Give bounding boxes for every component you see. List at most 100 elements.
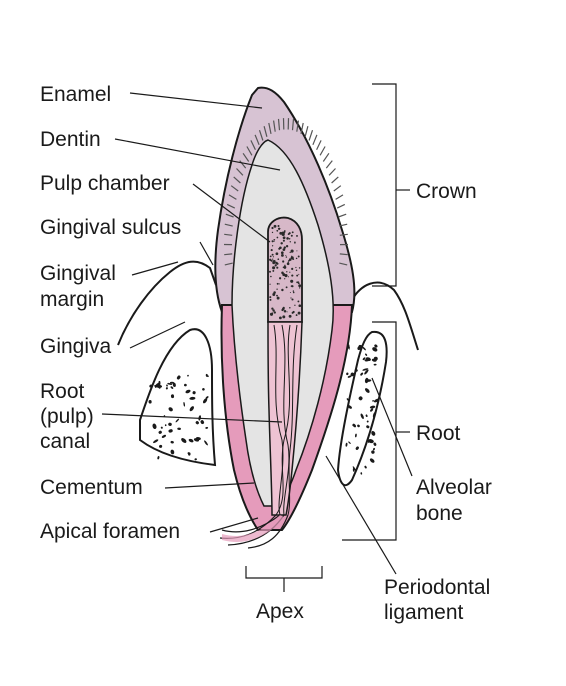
pulp-speckle [290,297,292,299]
enamel-hatch-mark [268,122,272,135]
enamel-hatch-mark [291,118,295,131]
pulp-speckle [273,241,275,242]
pulp-speckle [282,273,286,277]
pulp-speckle [269,270,271,273]
pulp-speckle [282,239,285,242]
apical-foramen-fibers-fill [222,515,286,542]
bone-speckle [369,405,376,409]
pulp-speckle [292,291,295,294]
pulp-speckle [273,238,276,241]
pulp-speckle [297,282,300,285]
enamel-hatch-mark [236,168,244,176]
pulp-speckle [272,259,276,264]
pulp-speckle [276,288,278,290]
crown-bracket [372,83,397,287]
bone-speckle [346,398,349,401]
pulp-speckle [290,249,294,253]
pulp-speckle [295,257,298,260]
pulp-speckle [285,256,288,258]
label-apical-foramen: Apical foramen [40,520,180,543]
enamel-hatch-mark [258,130,264,141]
bone-speckle [346,372,349,376]
bone-speckle [205,373,208,377]
bone-speckle [369,458,375,463]
pulp-speckle [273,224,277,228]
pulp-speckle [271,240,274,243]
pulp-speckle [298,284,302,288]
pulp-speckle [282,236,286,240]
enamel-hatching [223,118,349,266]
bone-speckle [159,444,163,448]
enamel-hatch-mark [325,160,333,169]
bone-speckle [165,387,168,390]
bone-speckle [205,426,209,429]
bone-speckle [192,391,196,395]
enamel-hatch-mark [230,185,239,192]
pulp-speckle [289,251,291,254]
bone-speckle [360,413,364,420]
enamel-hatch-mark [338,213,347,218]
pulp-speckle [279,316,282,320]
bone-speckle [364,465,367,469]
bone-speckle [202,388,205,391]
pulp-speckle [289,271,291,273]
label-cementum: Cementum [40,476,143,499]
pulp-speckle [275,252,279,256]
enamel-hatch-mark [331,176,339,184]
bone-speckle [205,396,209,399]
pulp-speckle [272,309,275,312]
label-alveolar-bone-line1: Alveolar [416,476,492,499]
pulp-speckle [281,254,284,257]
bone-speckle [170,386,174,389]
bone-speckle [348,441,351,444]
bone-speckle [170,449,175,455]
bone-speckle [358,396,363,401]
enamel-hatch-mark [226,203,236,209]
pulp-speckle [280,251,284,255]
bone-speckle [157,455,160,460]
pulp-speckle [297,255,300,258]
bone-speckle [153,439,159,444]
bone-speckle [177,427,181,430]
pulp-speckle [283,246,286,249]
pulp-speckle [288,314,292,318]
pulp-speckle [284,264,286,267]
pulp-speckle [269,296,272,299]
enamel-hatch-mark [224,253,233,256]
leader-lines [101,92,413,575]
enamel-hatch-mark [333,185,342,192]
pulp-speckle [285,245,289,248]
bone-speckles [148,344,380,475]
pulp-speckle [276,262,278,264]
bone-speckle [372,400,375,402]
pulp-speckle [287,276,289,278]
label-gingival-margin-line1: Gingival [40,262,116,285]
pulp-speckle [271,312,274,314]
pulp-speckle [291,311,294,314]
root-canal-nerves [273,324,298,516]
bone-speckle [352,466,356,471]
pulp-speckle [297,281,300,283]
pulp-speckle [298,267,301,269]
bone-speckle [366,420,369,423]
enamel-hatch-mark [339,262,348,266]
label-gingival-sulcus: Gingival sulcus [40,216,181,239]
bone-speckle [347,405,352,409]
bone-speckle [364,369,369,375]
pulp-speckle [279,231,283,235]
label-enamel: Enamel [40,83,111,106]
pulp-speckle [289,306,291,309]
bone-speckle [200,420,205,425]
pulp-speckle [297,300,300,303]
bone-speckle [169,381,175,384]
bone-speckle [158,430,162,434]
pulp-speckle [289,291,291,294]
bone-speckle [170,394,175,399]
enamel-hatch-mark [250,140,256,150]
bone-speckle [188,452,191,456]
enamel-hatch-mark [228,194,237,200]
bone-speckle [170,440,174,444]
pulp-speckle [283,306,285,309]
pulp-speckle [281,231,285,235]
pulp-speckle [290,285,293,287]
